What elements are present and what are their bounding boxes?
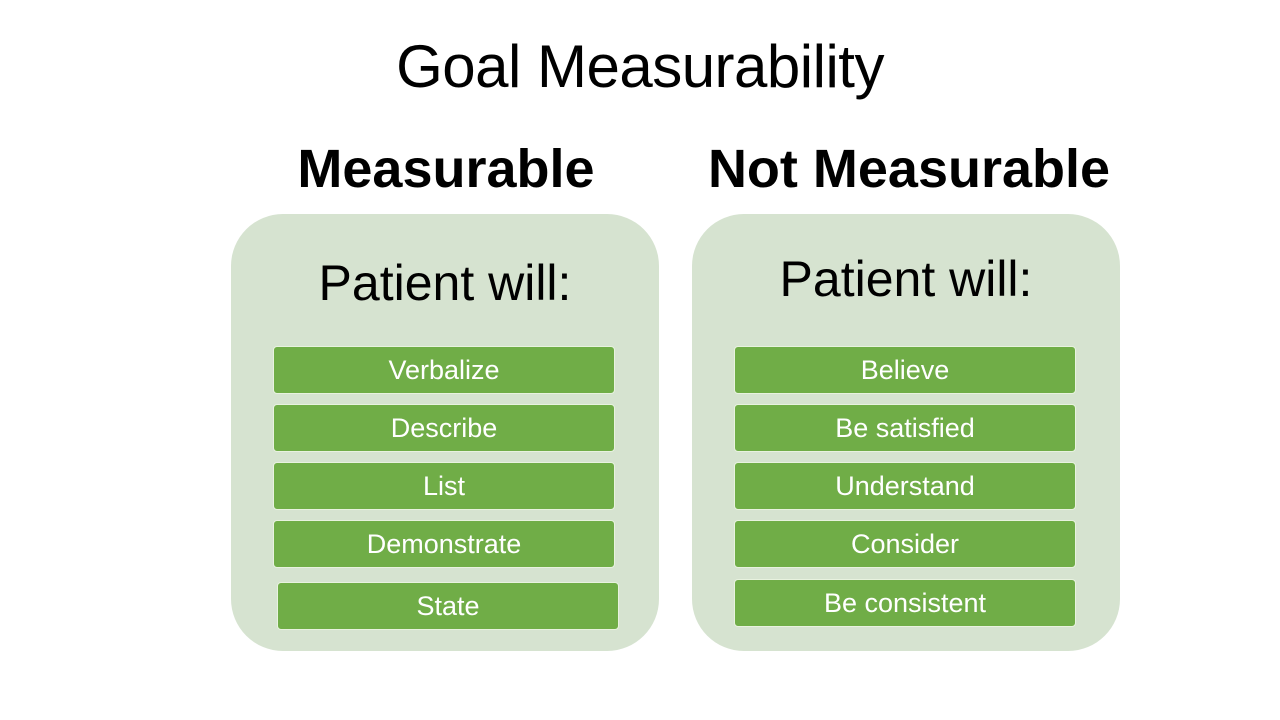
measurable-panel: Patient will: Verbalize Describe List De… [231,214,659,651]
not-measurable-item: Be satisfied [734,404,1076,452]
not-measurable-item: Consider [734,520,1076,568]
panel-label: Patient will: [779,251,1033,307]
measurable-heading: Measurable [297,139,595,199]
panel-label: Patient will: [318,255,572,311]
not-measurable-item: Believe [734,346,1076,394]
measurable-item: List [273,462,615,510]
not-measurable-panel: Patient will: Believe Be satisfied Under… [692,214,1120,651]
not-measurable-item: Be consistent [734,579,1076,627]
measurable-item: Verbalize [273,346,615,394]
not-measurable-heading: Not Measurable [707,139,1111,199]
measurable-item: State [277,582,619,630]
measurable-item: Demonstrate [273,520,615,568]
not-measurable-item: Understand [734,462,1076,510]
measurable-item: Describe [273,404,615,452]
slide-title: Goal Measurability [396,33,884,100]
